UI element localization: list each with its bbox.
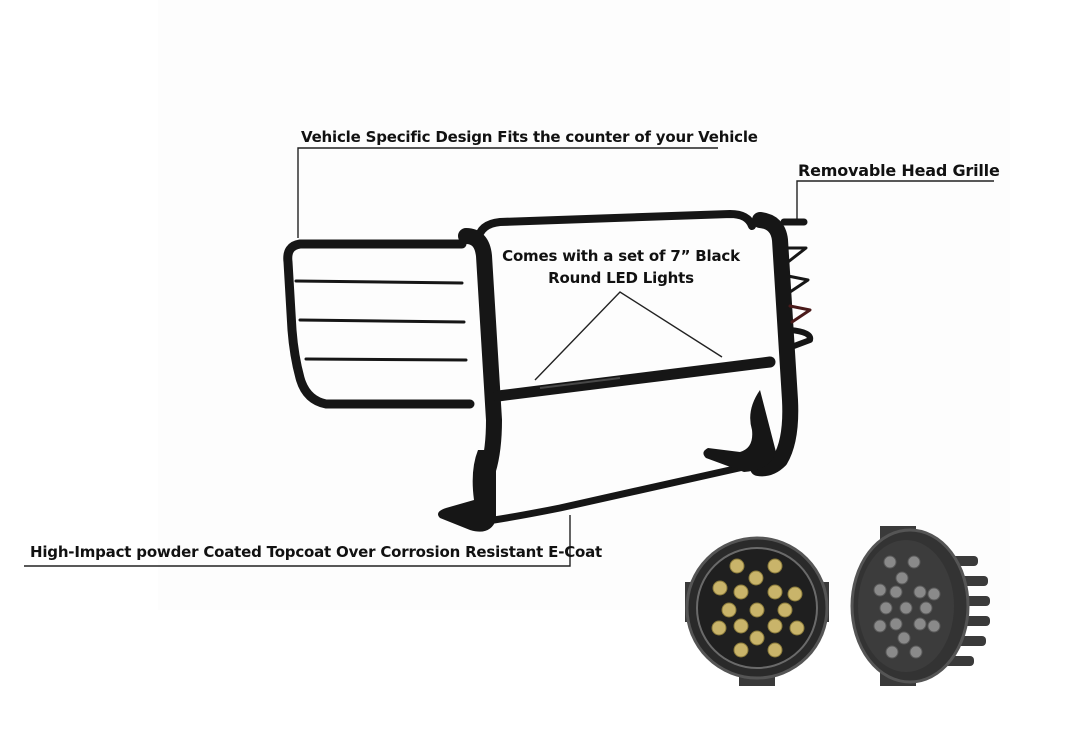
right-grille-rail-3 bbox=[788, 304, 812, 324]
background-panel bbox=[158, 0, 1010, 610]
callout-line-led-lights bbox=[534, 291, 723, 381]
middle-crossbar bbox=[492, 356, 776, 402]
callout-removable-grille: Removable Head Grille bbox=[798, 161, 1000, 180]
led-light-angled bbox=[850, 526, 990, 686]
left-wing-frame bbox=[283, 239, 475, 409]
callout-vehicle-specific: Vehicle Specific Design Fits the counter… bbox=[301, 128, 758, 146]
callout-line-vehicle-specific bbox=[297, 147, 718, 238]
callout-line-coating bbox=[24, 515, 571, 567]
led-light-front bbox=[685, 536, 829, 686]
bottom-crossbar bbox=[490, 462, 752, 524]
left-wing-rail-3 bbox=[304, 357, 468, 362]
callout-led-lights-line1: Comes with a set of 7” Black bbox=[502, 247, 740, 265]
left-wing-rail-1 bbox=[294, 279, 464, 285]
left-wing-rail-2 bbox=[298, 318, 466, 324]
right-upright bbox=[750, 212, 799, 477]
callout-lines bbox=[24, 147, 994, 567]
right-grille-rail-2 bbox=[786, 274, 810, 294]
callout-line-removable-grille bbox=[796, 180, 994, 222]
led-emitters bbox=[873, 555, 941, 659]
led-emitters bbox=[711, 558, 805, 658]
left-mount-foot bbox=[438, 450, 496, 532]
right-mount-foot bbox=[703, 390, 776, 472]
right-grille-rail-1 bbox=[784, 246, 808, 264]
right-grille-rail-4 bbox=[787, 327, 814, 349]
mounting-feet bbox=[438, 390, 776, 532]
callout-coating: High-Impact powder Coated Topcoat Over C… bbox=[30, 543, 603, 561]
crossbar-highlight bbox=[539, 377, 621, 389]
top-hoop bbox=[474, 210, 756, 244]
callout-led-lights-line2: Round LED Lights bbox=[548, 269, 694, 287]
callout-led-lights: Comes with a set of 7” Black Round LED L… bbox=[496, 245, 746, 289]
